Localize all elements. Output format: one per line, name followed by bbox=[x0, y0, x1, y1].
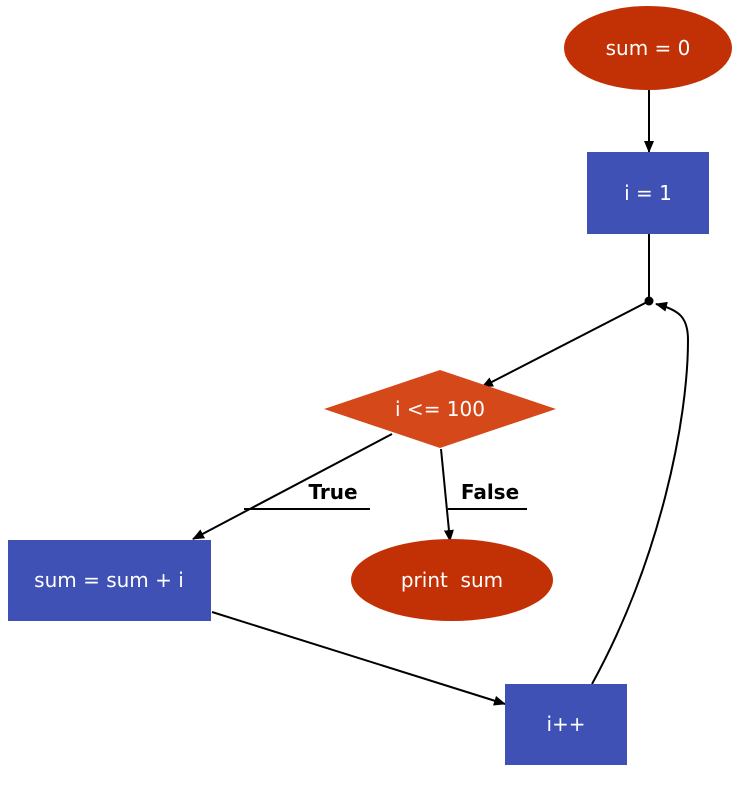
node-body: sum = sum + i bbox=[8, 540, 211, 621]
edge-condition-to-body bbox=[192, 433, 393, 540]
edge-true-label: True bbox=[308, 480, 357, 504]
node-condition-label: i <= 100 bbox=[395, 397, 485, 421]
node-body-label: sum = sum + i bbox=[34, 568, 184, 592]
node-output: print sum bbox=[351, 539, 553, 621]
node-increment: i++ bbox=[505, 684, 627, 765]
node-body-shape bbox=[8, 540, 211, 621]
node-condition-shape bbox=[324, 370, 556, 448]
node-condition: i <= 100 bbox=[324, 370, 556, 448]
node-init-shape bbox=[587, 152, 709, 234]
edge-increment-to-junction bbox=[591, 301, 690, 685]
node-increment-label: i++ bbox=[546, 712, 585, 736]
node-start-label: sum = 0 bbox=[606, 36, 691, 60]
node-output-shape bbox=[351, 539, 553, 621]
edge-condition-to-output bbox=[440, 448, 454, 542]
node-start-shape bbox=[564, 6, 732, 90]
edge-body-to-increment bbox=[211, 611, 506, 706]
node-start: sum = 0 bbox=[564, 6, 732, 90]
edge-junction-to-condition bbox=[481, 300, 650, 388]
node-output-label: print sum bbox=[401, 568, 503, 592]
node-init: i = 1 bbox=[587, 152, 709, 234]
node-init-label: i = 1 bbox=[624, 181, 672, 205]
node-increment-shape bbox=[505, 684, 627, 765]
edge-false-label: False bbox=[461, 480, 519, 504]
